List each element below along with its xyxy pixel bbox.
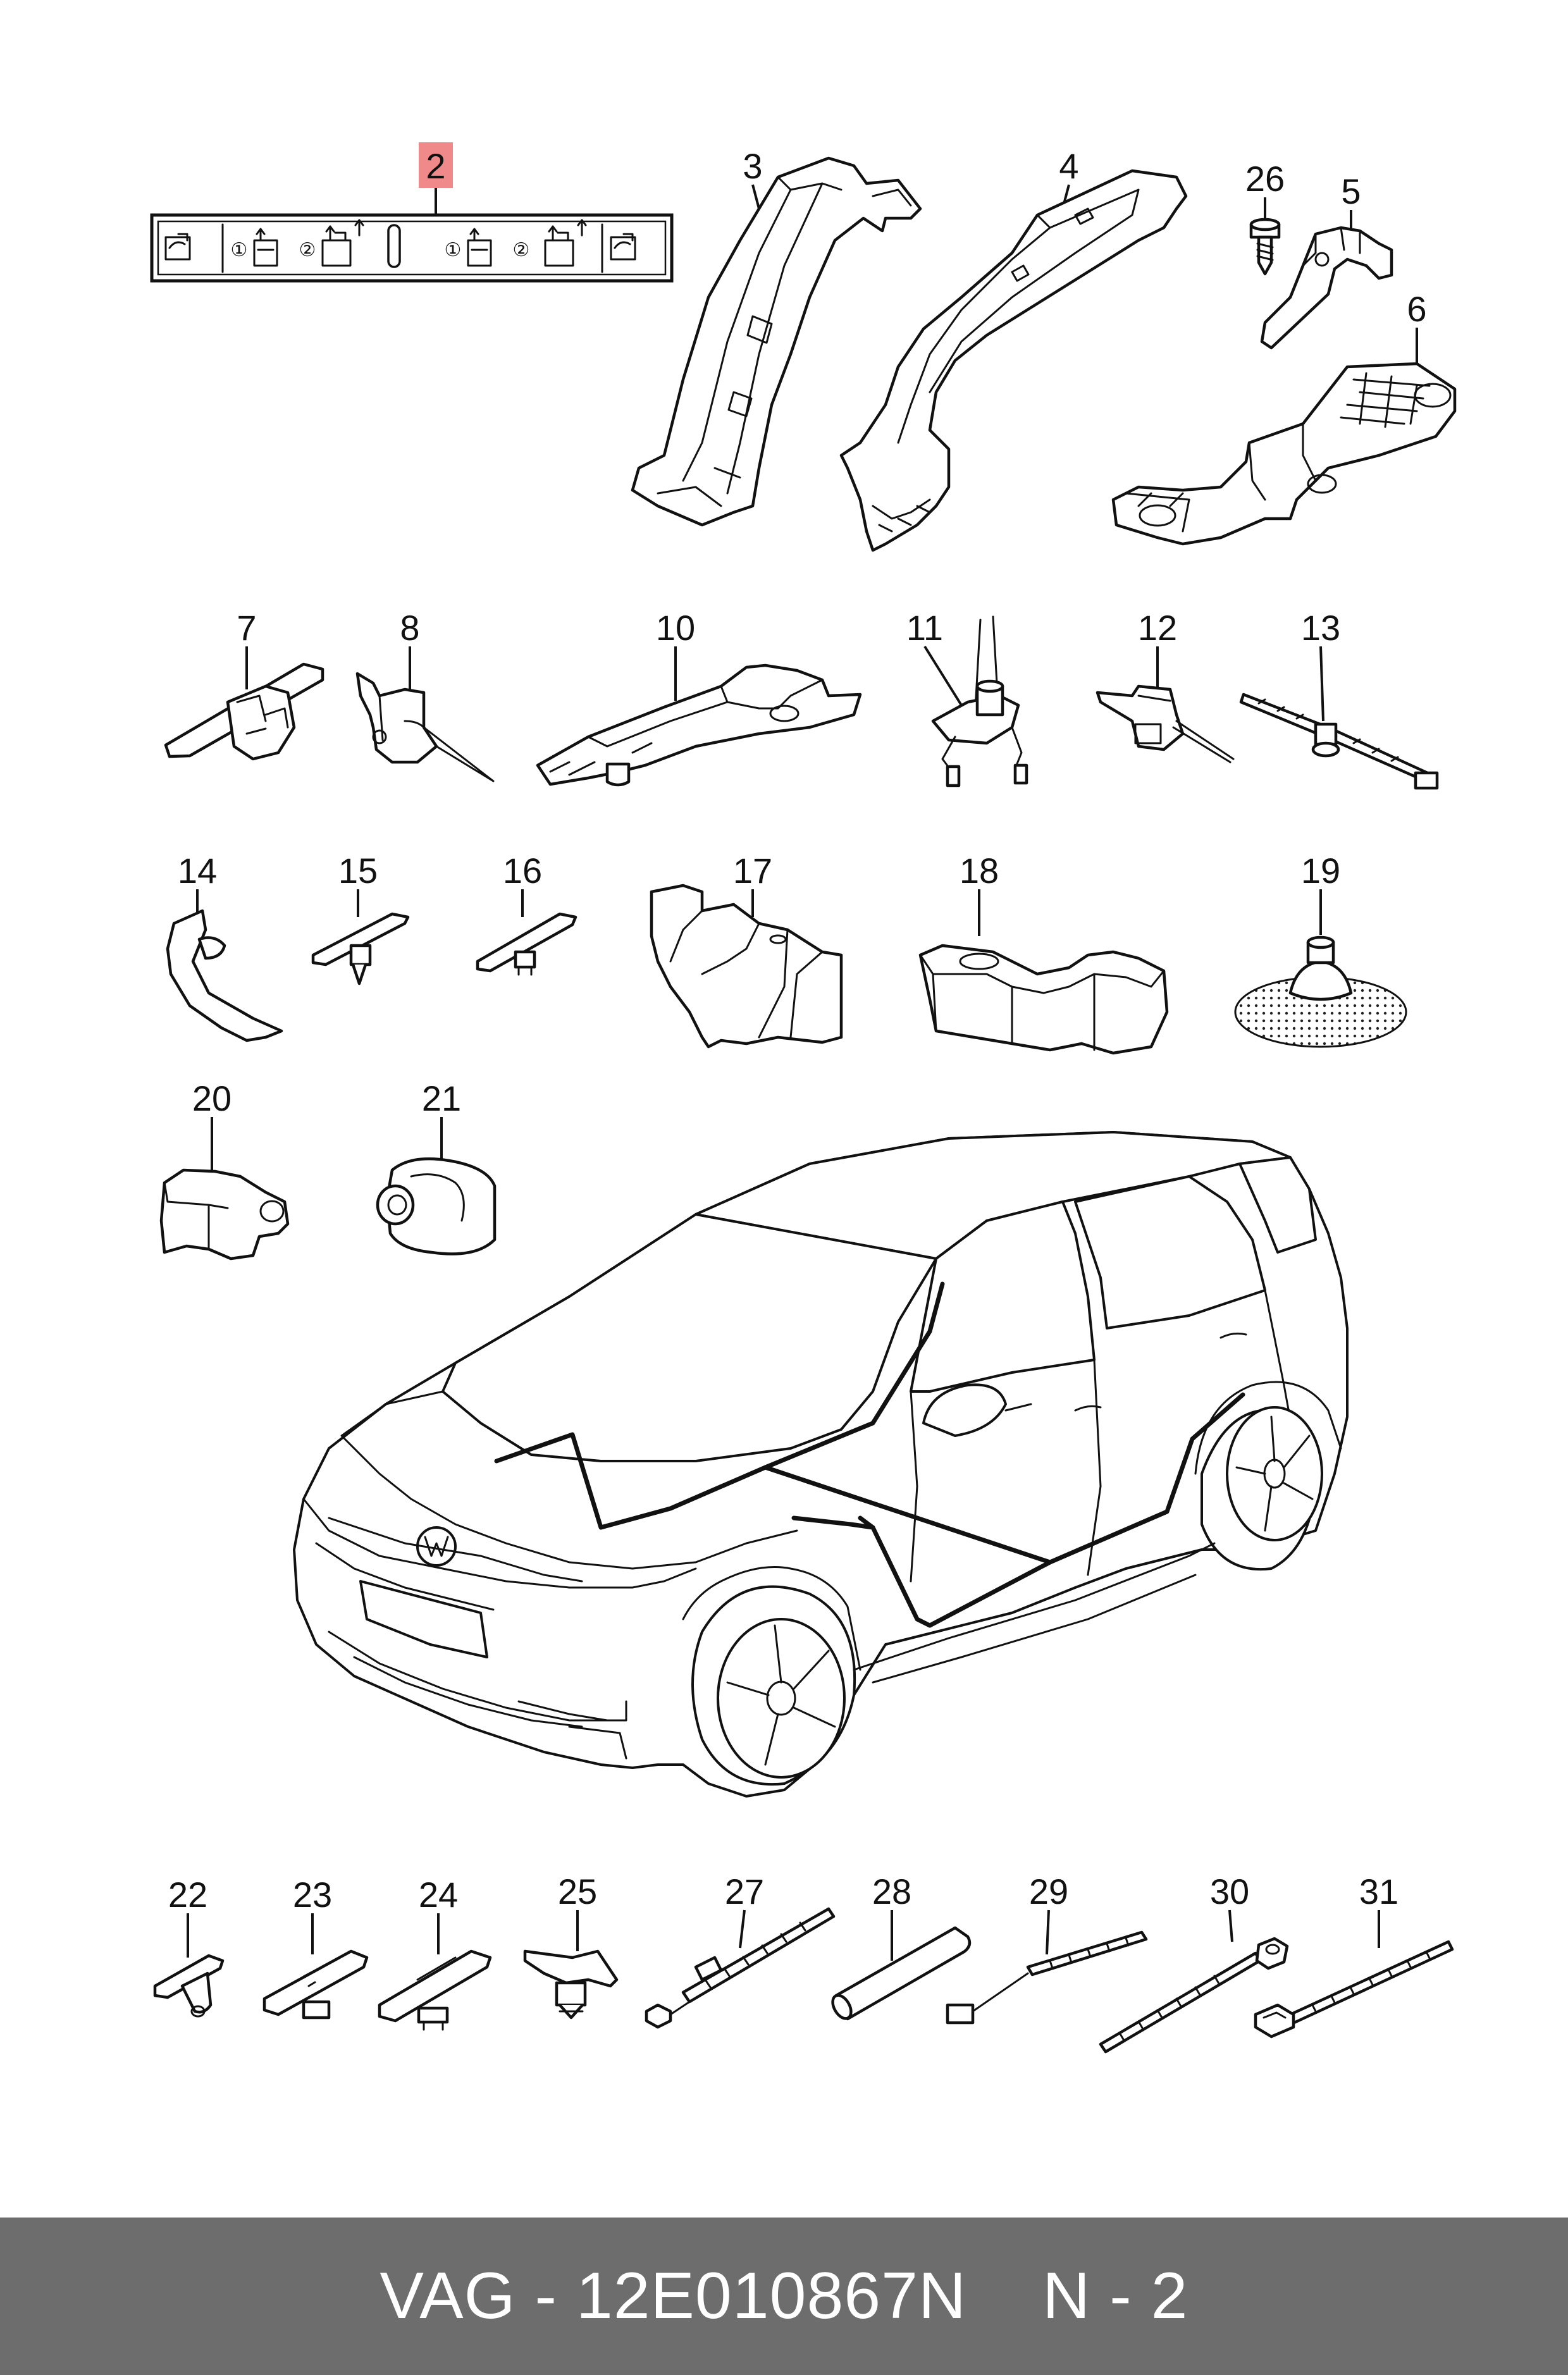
step-1-marker: ①: [231, 239, 248, 261]
callout-8: 8: [400, 608, 419, 648]
part-6-mounting-plate: 6: [1111, 289, 1457, 546]
callout-11: 11: [906, 608, 943, 648]
part-29-cable-tie: 29: [946, 1872, 1148, 2025]
callout-22: 22: [168, 1875, 207, 1915]
callout-18: 18: [960, 851, 999, 891]
callout-2: 2: [426, 146, 445, 186]
callout-31: 31: [1359, 1872, 1398, 1911]
part-28-sleeve: 28: [831, 1872, 972, 2021]
part-15-retainer: 15: [311, 851, 410, 985]
callout-6: 6: [1407, 289, 1426, 329]
part-31-cable-tie-fixing: 31: [1254, 1872, 1454, 2039]
part-8-connector-clip: 8: [355, 608, 495, 782]
part-11-grommet-clip: 11: [906, 608, 1028, 787]
callout-7: 7: [237, 608, 256, 648]
footer-bar: VAG - 12E010867N N - 2: [0, 2218, 1568, 2375]
callout-30: 30: [1210, 1872, 1249, 1911]
part-12-tie-mount: 12: [1096, 608, 1235, 763]
part-5-bracket: 5: [1260, 171, 1393, 350]
callout-5: 5: [1341, 171, 1361, 211]
callout-23: 23: [293, 1875, 332, 1915]
part-26-screw: 26: [1245, 159, 1285, 276]
part-19-mesh-grommet: 19: [1234, 851, 1407, 1048]
callout-4: 4: [1059, 146, 1078, 186]
part-10-cable-duct: 10: [536, 608, 862, 787]
callout-15: 15: [338, 851, 378, 891]
callout-24: 24: [419, 1875, 458, 1915]
callout-16: 16: [503, 851, 542, 891]
callout-19: 19: [1301, 851, 1340, 891]
part-27-cable-tie: 27: [645, 1872, 836, 2029]
part-7-clip-rail: 7: [164, 608, 324, 761]
part-24-clip: 24: [378, 1875, 492, 2031]
callout-26: 26: [1245, 159, 1285, 199]
callout-29: 29: [1029, 1872, 1068, 1911]
callout-21: 21: [422, 1078, 461, 1118]
step-3-marker: ①: [445, 239, 462, 261]
callout-13: 13: [1301, 608, 1340, 648]
step-4-marker: ②: [513, 239, 530, 261]
part-30-cable-tie-anchor: 30: [1099, 1872, 1289, 2054]
part-17-wheelarch-cover: 17: [650, 851, 843, 1049]
callout-28: 28: [872, 1872, 911, 1911]
callout-20: 20: [192, 1078, 231, 1118]
callout-2-highlight: [419, 142, 453, 188]
part-25-fastener: 25: [523, 1872, 619, 2020]
page-reference: N - 2: [1042, 2259, 1188, 2333]
part-3-wheelarch-channel: 3: [631, 146, 922, 527]
part-22-clip: 22: [153, 1875, 225, 2018]
callout-27: 27: [725, 1872, 764, 1911]
part-20-connector-cap: 20: [159, 1078, 290, 1261]
parts-diagram: 2 ① ② ① ② 3 4 26: [150, 142, 1457, 2054]
part-14-edge-guard: 14: [166, 851, 283, 1042]
part-2-label-strip: 2 ① ② ① ②: [150, 142, 674, 283]
callout-25: 25: [558, 1872, 597, 1911]
callout-14: 14: [178, 851, 217, 891]
callout-17: 17: [733, 851, 772, 891]
part-23-clip: 23: [262, 1875, 369, 2020]
part-21-cap: 21: [376, 1078, 497, 1255]
callout-12: 12: [1138, 608, 1177, 648]
step-2-marker: ②: [299, 239, 316, 261]
part-16-retainer: 16: [476, 851, 577, 976]
part-18-foam-channel: 18: [918, 851, 1169, 1055]
callout-3: 3: [743, 146, 762, 186]
part-reference: VAG - 12E010867N: [380, 2259, 967, 2333]
part-13-cable-tie: 13: [1239, 608, 1439, 790]
part-4-harness-channel: 4: [839, 146, 1188, 552]
callout-10: 10: [656, 608, 695, 648]
car-outline-with-harness: [293, 1131, 1349, 1798]
